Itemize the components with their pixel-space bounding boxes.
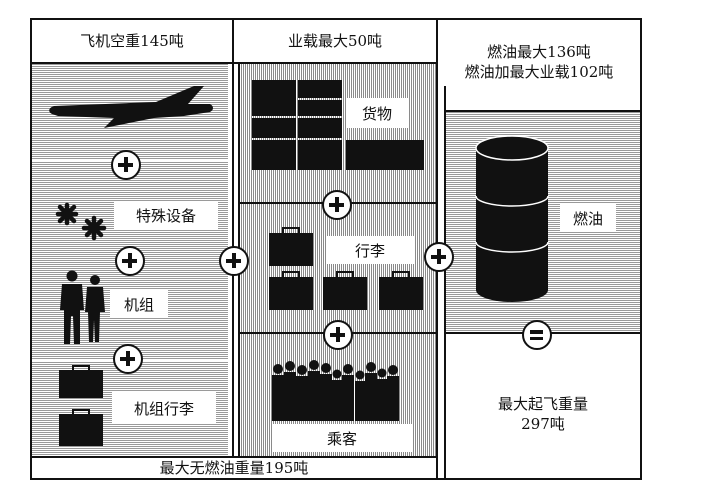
max-takeoff-weight: 最大起飞重量 297吨 [446, 392, 640, 436]
label-cargo: 货物 [346, 98, 408, 128]
cargo-icon [252, 80, 296, 116]
cargo-icon [346, 140, 424, 170]
cargo-icon [252, 118, 296, 138]
bag-icon [269, 227, 313, 266]
bag-icon [59, 365, 103, 398]
bag-icon [59, 409, 103, 446]
plus-icon [322, 190, 352, 220]
equals-icon [522, 320, 552, 350]
cargo-icon [252, 140, 296, 170]
plus-icon [115, 246, 145, 276]
passengers-icon [272, 360, 399, 421]
plus-icon [424, 242, 454, 272]
plus-icon [111, 150, 141, 180]
label-crew: 机组 [110, 290, 168, 318]
cargo-icon [298, 140, 342, 170]
header-bottom-line [30, 62, 436, 64]
airplane-icon [49, 86, 213, 128]
label-special-equipment: 特殊设备 [114, 201, 218, 229]
divider-right-inner [444, 64, 446, 480]
divider-left [232, 18, 234, 458]
header-fuel-plus-payload: 燃油加最大业载102吨 [464, 63, 614, 81]
footer-max-zero-fuel: 最大无燃油重量195吨 [32, 458, 436, 478]
cargo-icon [298, 118, 342, 138]
mtow-value: 297吨 [521, 415, 565, 433]
label-passengers: 乘客 [272, 424, 412, 452]
cargo-icon [298, 100, 342, 116]
label-crew-baggage: 机组行李 [112, 392, 216, 424]
mtow-label: 最大起飞重量 [497, 395, 588, 413]
footer-top-line [30, 456, 436, 458]
cargo-icon [298, 80, 342, 98]
bag-icon [379, 271, 423, 310]
crew-icon [60, 270, 105, 344]
label-fuel: 燃油 [560, 204, 616, 232]
plus-icon [219, 246, 249, 276]
header-max-payload: 业载最大50吨 [234, 20, 436, 62]
fuel-drum-icon [475, 135, 549, 302]
label-baggage: 行李 [326, 236, 414, 264]
fuel-top-line [444, 110, 642, 112]
bag-icon [323, 271, 367, 310]
plus-icon [323, 320, 353, 350]
plus-icon [113, 344, 143, 374]
bag-icon [269, 271, 313, 310]
header-fuel: 燃油最大136吨 燃油加最大业载102吨 [438, 38, 640, 86]
header-fuel-max: 燃油最大136吨 [487, 43, 591, 61]
header-empty-weight: 飞机空重145吨 [32, 20, 232, 62]
special-equipment-icon [55, 202, 107, 241]
